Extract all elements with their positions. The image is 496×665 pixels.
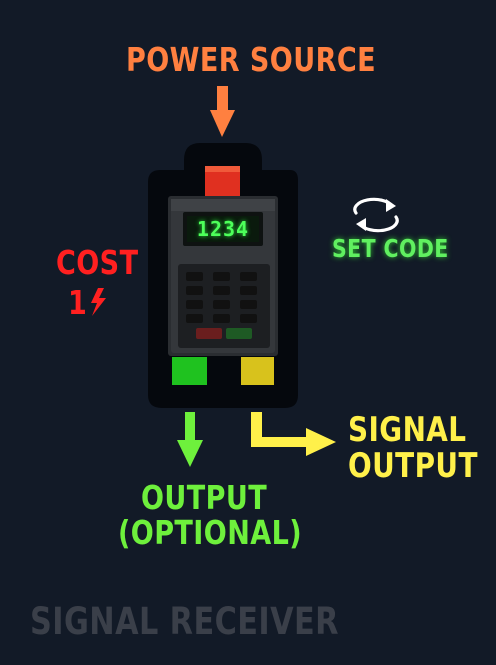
cost-value: 1 bbox=[68, 283, 87, 322]
signal-output-label-line2: OUTPUT bbox=[348, 446, 478, 486]
cost-number: 1 bbox=[68, 283, 88, 322]
signal-output-label-line1: SIGNAL bbox=[348, 410, 467, 450]
keypad-keys[interactable] bbox=[186, 272, 257, 339]
display-code: 1234 bbox=[196, 217, 250, 241]
cost-label: COST bbox=[56, 243, 139, 282]
signal-output-arrow-icon bbox=[251, 412, 336, 456]
lightning-bolt-icon bbox=[91, 288, 106, 316]
output-arrow-icon bbox=[177, 412, 203, 467]
device-shadow bbox=[148, 143, 298, 408]
power-arrow-icon bbox=[210, 86, 235, 137]
green-output-port[interactable] bbox=[172, 357, 207, 385]
rotate-arrows-icon[interactable] bbox=[353, 197, 399, 233]
keypad-display-readout: 1234 bbox=[187, 216, 259, 242]
set-code-label[interactable]: SET CODE bbox=[332, 234, 449, 263]
output-label-line2: (OPTIONAL) bbox=[118, 513, 303, 552]
component-title: SIGNAL RECEIVER bbox=[30, 600, 339, 643]
output-label-line1: OUTPUT bbox=[141, 478, 268, 517]
power-port[interactable] bbox=[205, 166, 240, 202]
yellow-signal-port[interactable] bbox=[241, 357, 274, 385]
power-source-label: POWER SOURCE bbox=[126, 40, 376, 79]
